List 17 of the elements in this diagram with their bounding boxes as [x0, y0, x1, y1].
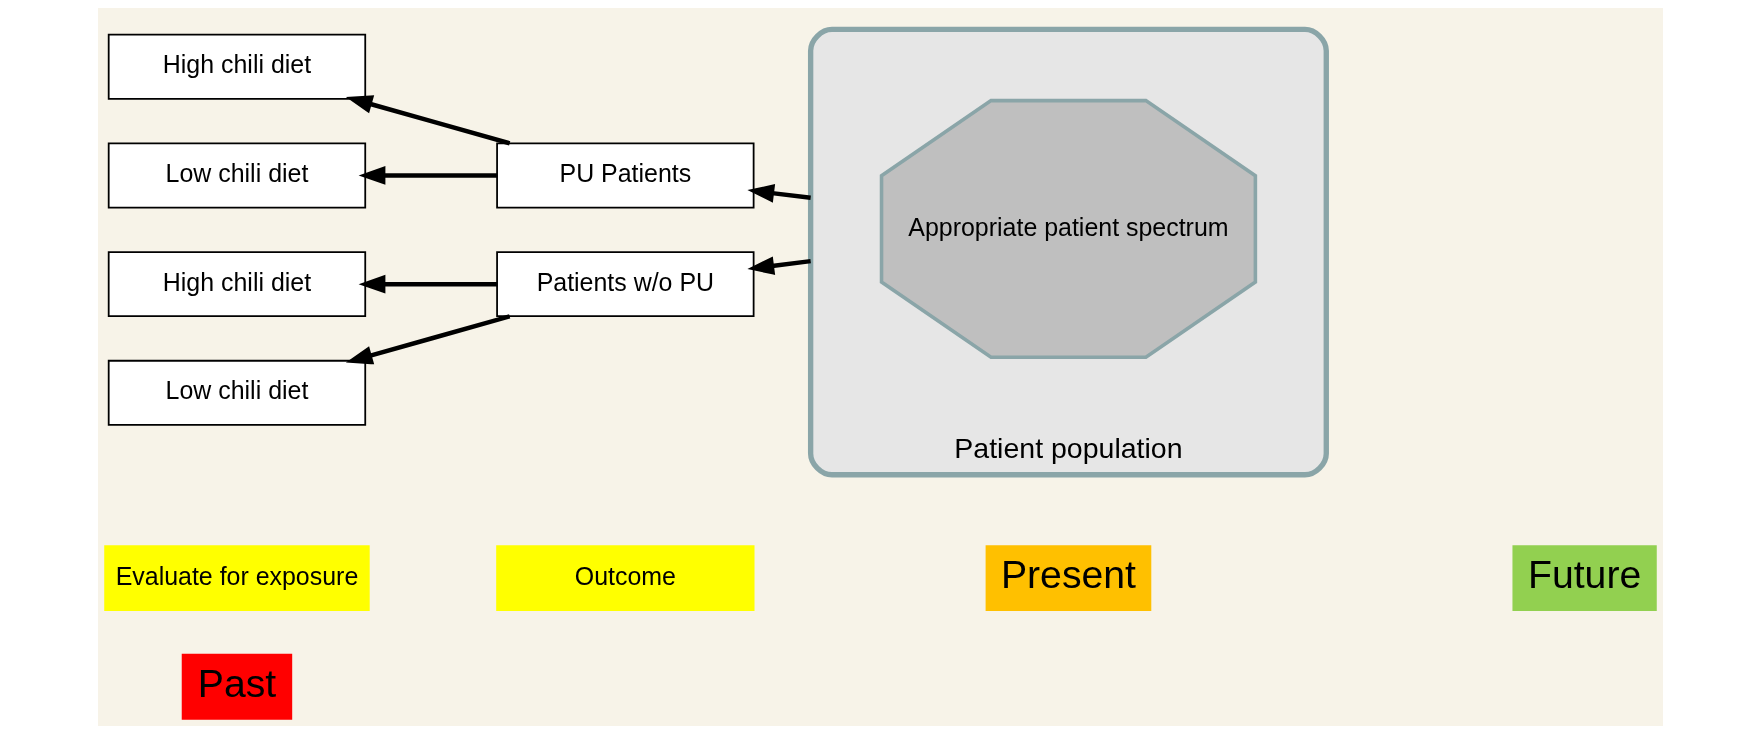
node-box: Present — [985, 545, 1151, 612]
node-box: High chili diet — [107, 33, 366, 100]
node-box: Future — [1511, 545, 1657, 612]
node-box: Past — [181, 653, 292, 720]
arrow — [345, 314, 510, 365]
node-box: PU Patients — [495, 142, 754, 209]
arrow — [358, 166, 497, 185]
arrow — [358, 274, 497, 294]
node-box: Patients w/o PU — [495, 251, 754, 318]
node-box: Evaluate for exposure — [103, 545, 370, 612]
arrow — [746, 256, 811, 275]
node-box: High chili diet — [107, 251, 366, 318]
node-box: Outcome — [495, 545, 754, 612]
arrow — [746, 184, 811, 203]
arrow — [345, 95, 510, 146]
node-box: Low chili diet — [107, 142, 366, 209]
node-box: Low chili diet — [107, 359, 366, 426]
